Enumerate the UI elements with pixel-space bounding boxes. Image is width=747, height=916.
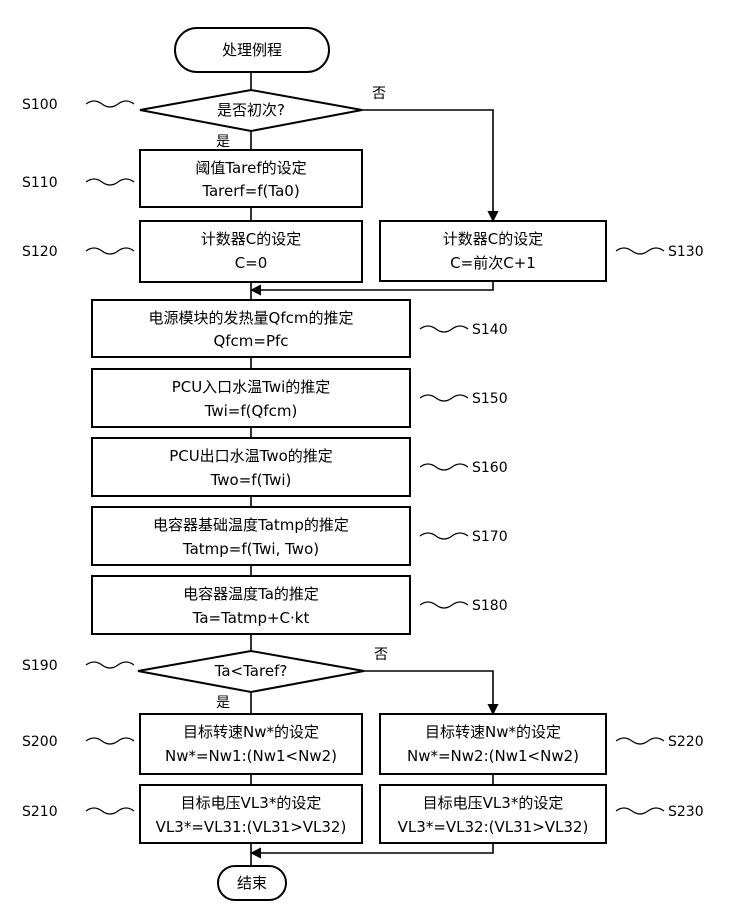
s170-leader bbox=[420, 533, 468, 539]
s190-step-id: S190 bbox=[22, 658, 58, 674]
s190-question: Ta<Taref? bbox=[214, 662, 288, 680]
s220-line2: Nw*=Nw2:(Nw1<Nw2) bbox=[407, 747, 579, 765]
s170-line2: Tatmp=f(Twi, Two) bbox=[182, 540, 319, 558]
s120-line1: 计数器C的设定 bbox=[201, 230, 301, 248]
s220-line1: 目标转速Nw*的设定 bbox=[425, 723, 561, 741]
process-s150: PCU入口水温Twi的推定 Twi=f(Qfcm) S150 bbox=[92, 369, 508, 427]
process-s110: 阈值Taref的设定 Tarerf=f(Ta0) S110 bbox=[22, 150, 362, 207]
s230-line1: 目标电压VL3*的设定 bbox=[423, 794, 564, 812]
process-s230: 目标电压VL3*的设定 VL3*=VL32:(VL31>VL32) S230 bbox=[380, 785, 704, 843]
s150-step-id: S150 bbox=[472, 391, 508, 407]
s120-step-id: S120 bbox=[22, 244, 58, 260]
s100-leader bbox=[86, 101, 134, 107]
s200-line1: 目标转速Nw*的设定 bbox=[183, 723, 319, 741]
process-s220: 目标转速Nw*的设定 Nw*=Nw2:(Nw1<Nw2) S220 bbox=[380, 714, 704, 774]
s150-line2: Twi=f(Qfcm) bbox=[204, 402, 298, 420]
connector-s100-no-s130 bbox=[362, 110, 493, 221]
s140-line1: 电源模块的发热量Qfcm的推定 bbox=[149, 309, 354, 327]
s100-step-id: S100 bbox=[22, 97, 58, 113]
process-s130: 计数器C的设定 C=前次C+1 S130 bbox=[380, 221, 704, 281]
process-s140: 电源模块的发热量Qfcm的推定 Qfcm=Pfc S140 bbox=[92, 300, 508, 357]
s110-step-id: S110 bbox=[22, 175, 58, 191]
s230-leader bbox=[616, 808, 664, 814]
decision-s100: 是否初次? 是 否 S100 bbox=[22, 86, 386, 150]
s210-line1: 目标电压VL3*的设定 bbox=[181, 794, 322, 812]
connector-s230-merge bbox=[251, 843, 493, 853]
s220-leader bbox=[616, 738, 664, 744]
decision-s190: Ta<Taref? 是 否 S190 bbox=[22, 647, 388, 711]
process-s160: PCU出口水温Two的推定 Two=f(Twi) S160 bbox=[92, 438, 508, 496]
start-terminal: 处理例程 bbox=[175, 28, 329, 72]
s140-leader bbox=[420, 326, 468, 332]
s200-line2: Nw*=Nw1:(Nw1<Nw2) bbox=[165, 747, 337, 765]
process-s210: 目标电压VL3*的设定 VL3*=VL31:(VL31>VL32) S210 bbox=[22, 785, 362, 843]
s140-line2: Qfcm=Pfc bbox=[213, 332, 288, 350]
s210-leader bbox=[86, 808, 134, 814]
s110-leader bbox=[86, 179, 134, 185]
s160-line2: Two=f(Twi) bbox=[210, 471, 292, 489]
s140-step-id: S140 bbox=[472, 322, 508, 338]
s100-no-label: 否 bbox=[372, 86, 386, 102]
s200-leader bbox=[86, 738, 134, 744]
s180-line2: Ta=Tatmp+C·kt bbox=[192, 609, 310, 627]
s190-leader bbox=[86, 662, 134, 668]
connector-s190-no-s220 bbox=[364, 671, 493, 714]
s150-leader bbox=[420, 395, 468, 401]
s120-leader bbox=[86, 248, 134, 254]
s160-leader bbox=[420, 464, 468, 470]
s170-step-id: S170 bbox=[472, 529, 508, 545]
s220-step-id: S220 bbox=[668, 734, 704, 750]
s100-yes-label: 是 bbox=[216, 134, 230, 150]
s210-step-id: S210 bbox=[22, 804, 58, 820]
process-s120: 计数器C的设定 C=0 S120 bbox=[22, 221, 362, 282]
s110-line2: Tarerf=f(Ta0) bbox=[201, 182, 299, 200]
s130-line2: C=前次C+1 bbox=[450, 254, 536, 272]
s210-line2: VL3*=VL31:(VL31>VL32) bbox=[156, 818, 347, 836]
s180-step-id: S180 bbox=[472, 598, 508, 614]
s180-line1: 电容器温度Ta的推定 bbox=[183, 585, 319, 603]
end-terminal: 结束 bbox=[218, 866, 286, 900]
s200-step-id: S200 bbox=[22, 734, 58, 750]
s230-step-id: S230 bbox=[668, 804, 704, 820]
s230-line2: VL3*=VL32:(VL31>VL32) bbox=[398, 818, 589, 836]
s110-line1: 阈值Taref的设定 bbox=[195, 159, 306, 177]
end-label: 结束 bbox=[237, 874, 267, 892]
s170-line1: 电容器基础温度Tatmp的推定 bbox=[153, 516, 349, 534]
s130-leader bbox=[616, 248, 664, 254]
s190-yes-label: 是 bbox=[216, 695, 230, 711]
process-s170: 电容器基础温度Tatmp的推定 Tatmp=f(Twi, Two) S170 bbox=[92, 507, 508, 565]
s190-no-label: 否 bbox=[374, 647, 388, 663]
process-s200: 目标转速Nw*的设定 Nw*=Nw1:(Nw1<Nw2) S200 bbox=[22, 714, 362, 774]
process-s180: 电容器温度Ta的推定 Ta=Tatmp+C·kt S180 bbox=[92, 576, 508, 634]
start-label: 处理例程 bbox=[222, 41, 282, 59]
s160-line1: PCU出口水温Two的推定 bbox=[169, 447, 333, 465]
s100-question: 是否初次? bbox=[217, 101, 285, 119]
s130-line1: 计数器C的设定 bbox=[443, 230, 543, 248]
s160-step-id: S160 bbox=[472, 460, 508, 476]
s130-step-id: S130 bbox=[668, 244, 704, 260]
s180-leader bbox=[420, 602, 468, 608]
s120-line2: C=0 bbox=[235, 254, 268, 272]
s150-line1: PCU入口水温Twi的推定 bbox=[172, 378, 331, 396]
